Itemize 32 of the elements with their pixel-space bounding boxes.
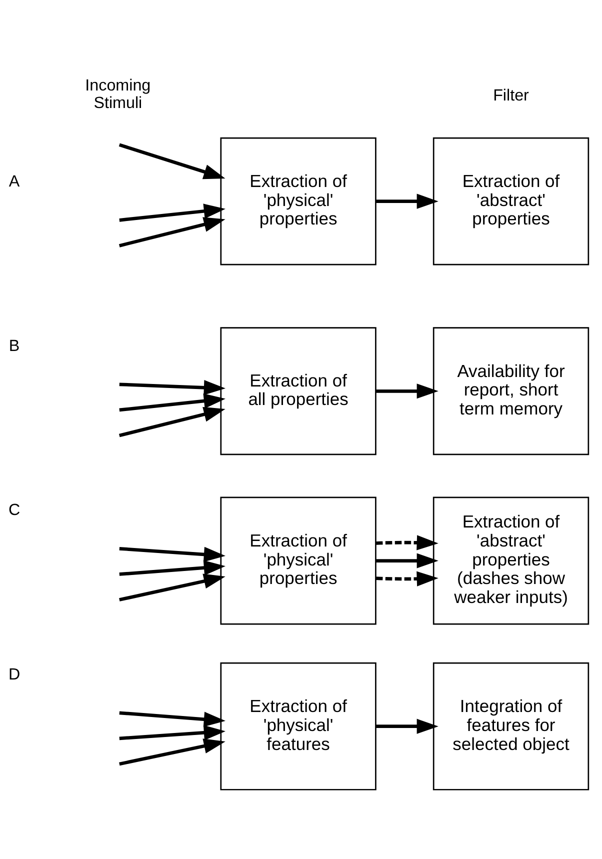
arrow: [119, 393, 226, 412]
arrow: [118, 406, 226, 438]
arrow: [119, 725, 226, 740]
label: Incoming Stimuli: [85, 76, 151, 112]
label: C: [8, 501, 20, 520]
arrow: [376, 718, 438, 734]
node-box: Extraction of 'physical' properties: [220, 496, 376, 625]
arrow: [119, 711, 226, 727]
arrow: [376, 194, 438, 209]
label: A: [8, 172, 20, 191]
arrow: [119, 574, 226, 602]
node-box: Availability for report, short term memory: [432, 327, 590, 456]
node-box: Integration of features for selected object: [432, 662, 590, 790]
arrow: [119, 546, 226, 562]
node-box: Extraction of 'abstract' properties (dashes show weaker inputs): [432, 496, 590, 625]
node-box: Extraction of 'physical' features: [220, 662, 376, 790]
label: Filter: [493, 86, 529, 104]
arrow: [376, 571, 438, 586]
arrow: [118, 143, 226, 180]
arrow: [376, 553, 438, 568]
arrow: [119, 738, 226, 766]
arrow: [119, 380, 226, 396]
node-box: Extraction of 'abstract' properties: [432, 137, 590, 266]
label: B: [8, 336, 20, 355]
label: D: [8, 665, 20, 684]
node-box: Extraction of all properties: [220, 327, 376, 456]
arrow: [376, 535, 438, 550]
arrow: [118, 217, 226, 248]
arrow: [119, 204, 226, 222]
node-box: Extraction of 'physical' properties: [220, 137, 376, 266]
arrow: [376, 384, 438, 399]
arrow: [119, 560, 226, 576]
